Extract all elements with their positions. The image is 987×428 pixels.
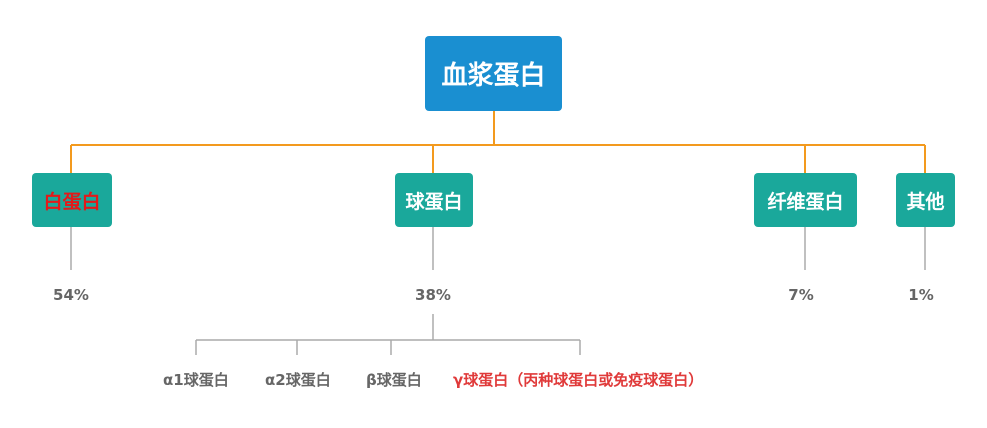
node-other: 其他 xyxy=(896,173,955,227)
percent-fibrinogen: 7% xyxy=(788,286,814,304)
subtype-alpha1-globulin: α1球蛋白 xyxy=(163,371,229,389)
node-fibrinogen: 纤维蛋白 xyxy=(754,173,857,227)
percent-connectors xyxy=(70,227,926,270)
subtype-gamma-globulin: γ球蛋白（丙种球蛋白或免疫球蛋白） xyxy=(453,371,704,389)
root-connectors xyxy=(70,111,926,173)
subtype-beta-globulin: β球蛋白 xyxy=(366,371,422,389)
percent-globulin: 38% xyxy=(415,286,451,304)
subtype-connectors xyxy=(195,314,581,355)
node-albumin: 白蛋白 xyxy=(32,173,112,227)
subtype-alpha2-globulin: α2球蛋白 xyxy=(265,371,331,389)
percent-other: 1% xyxy=(908,286,934,304)
node-globulin: 球蛋白 xyxy=(395,173,473,227)
root-node-plasma-protein: 血浆蛋白 xyxy=(425,36,562,111)
percent-albumin: 54% xyxy=(53,286,89,304)
